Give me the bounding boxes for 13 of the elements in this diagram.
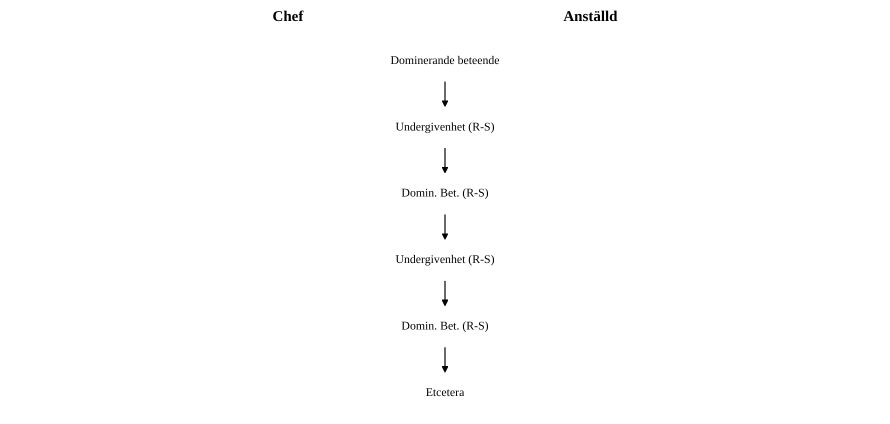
node-text: Domin. Bet. (R-S)	[401, 320, 489, 333]
column-heading: Chef	[272, 8, 304, 26]
arrow	[442, 280, 448, 306]
arrow	[442, 82, 448, 108]
arrow	[442, 148, 448, 174]
arrow	[442, 214, 448, 240]
node-text: Undergivenhet (R-S)	[395, 120, 495, 134]
arrow	[442, 347, 448, 373]
column-heading: Anställd	[563, 8, 618, 26]
node-text: Undergivenhet (R-S)	[395, 254, 495, 266]
node-text: Domin. Bet. (R-S)	[401, 187, 489, 200]
node-text: Etcetera	[426, 386, 464, 400]
node-text: Dominerande beteende	[390, 54, 500, 68]
